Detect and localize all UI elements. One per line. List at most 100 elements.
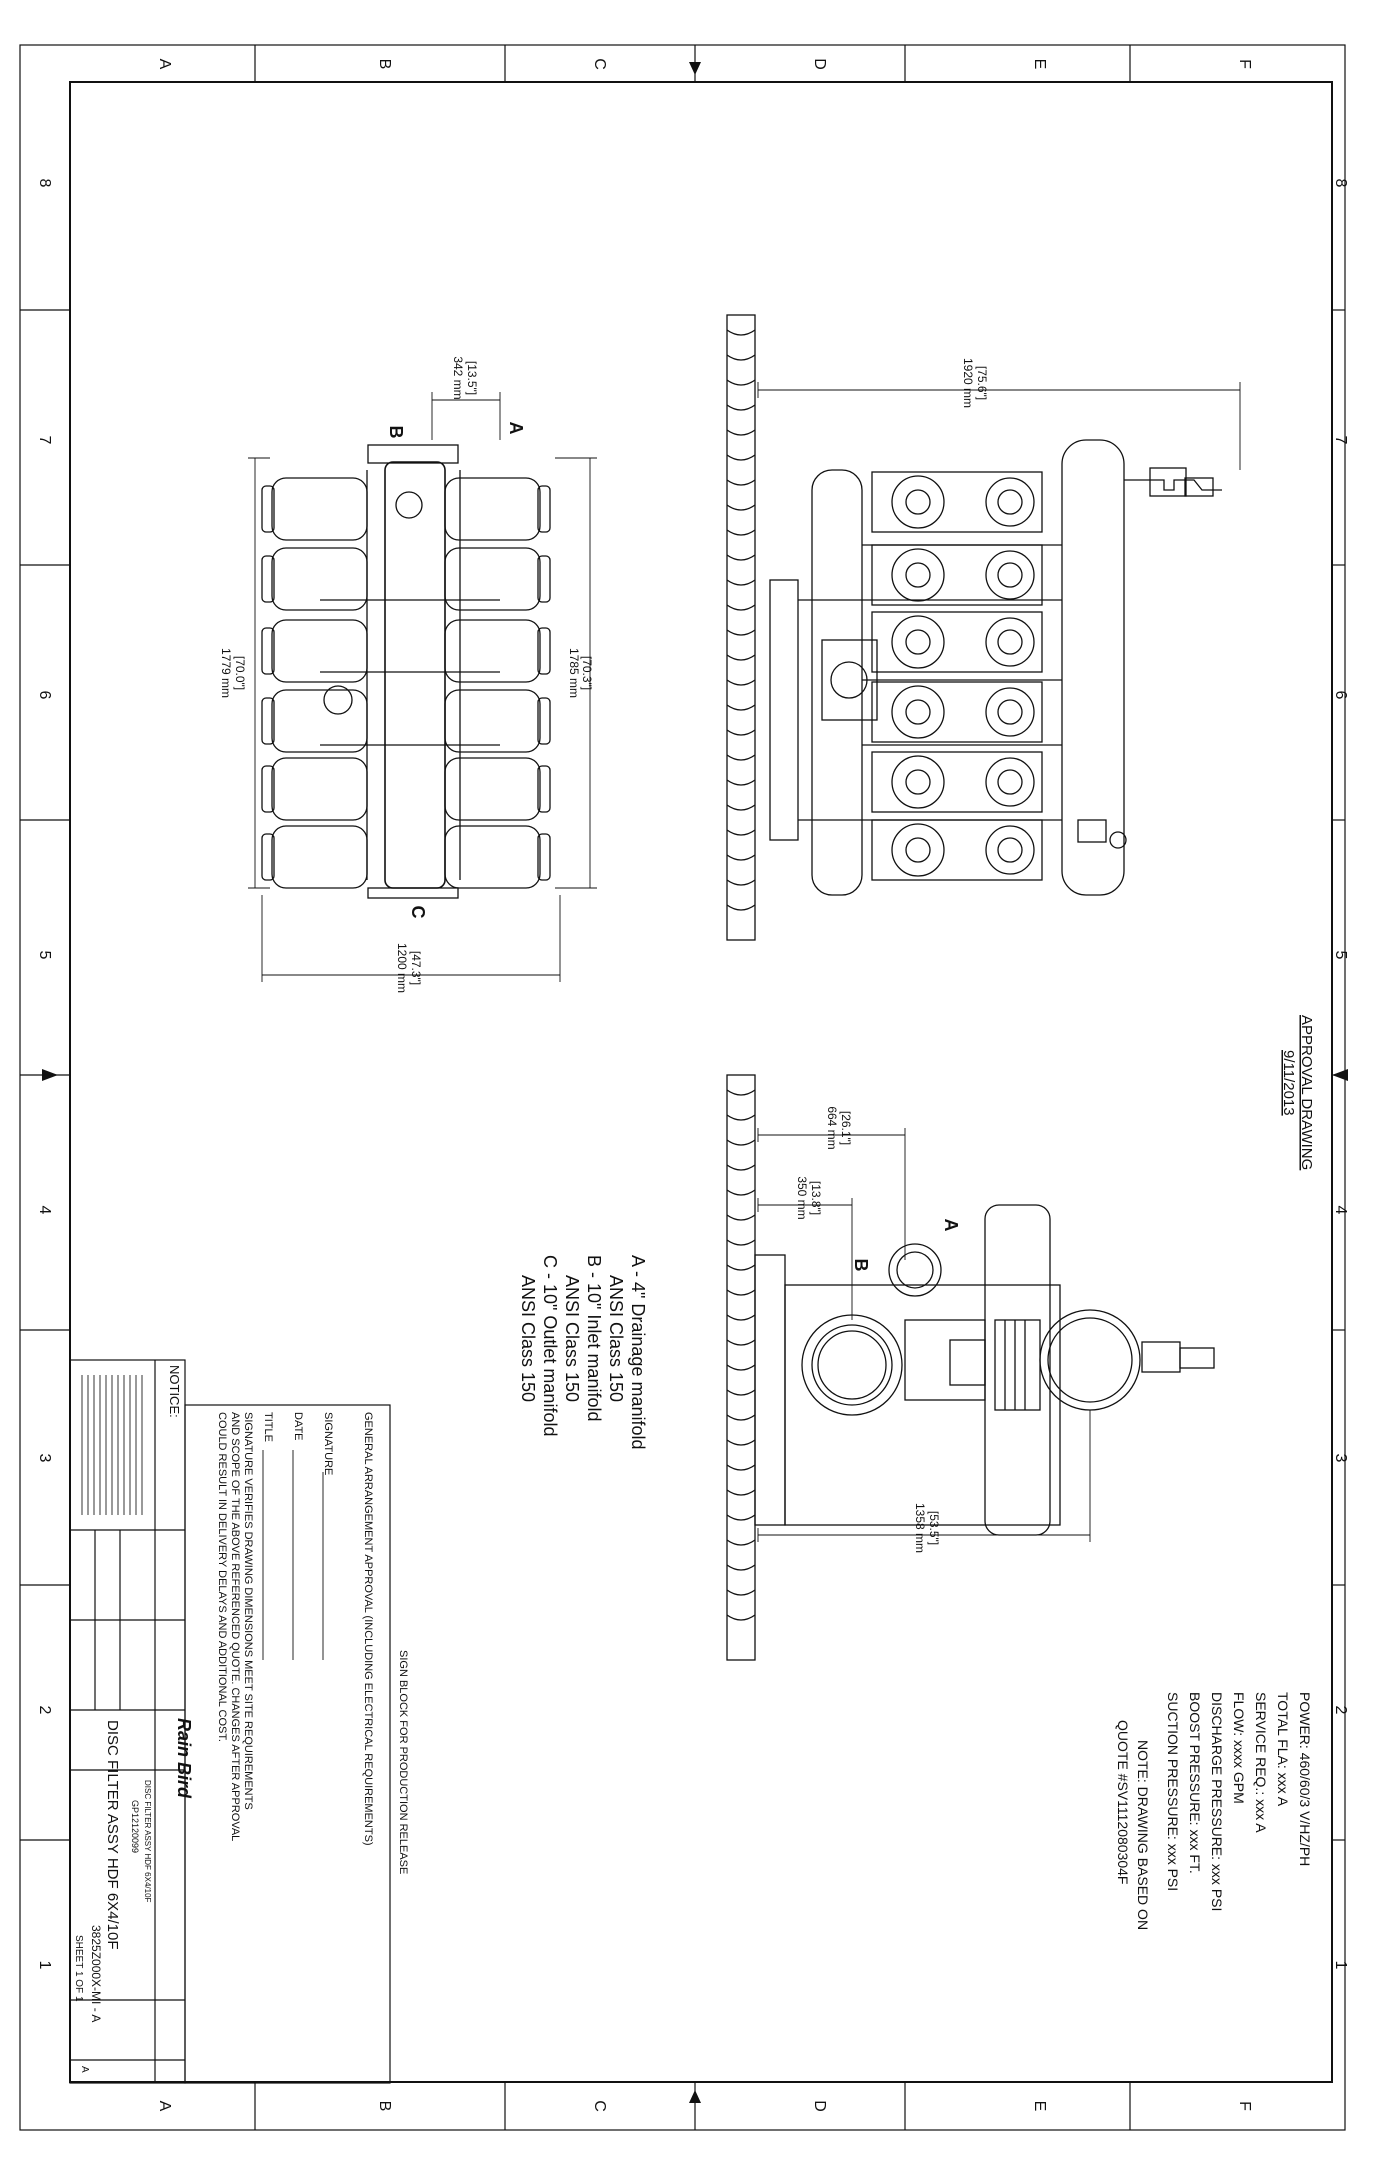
legend-line-6: ANSI Class 150 <box>518 1275 538 1402</box>
project-number: GP12120099 <box>130 1800 140 1853</box>
zone-row-5-right: 5 <box>1332 951 1349 960</box>
drawing-title: DISC FILTER ASSY HDF 6X4/10F <box>104 1720 121 1950</box>
zone-col-a-bottom: A <box>156 2101 173 2112</box>
zone-col-a-top: A <box>156 59 173 70</box>
zone-col-e-bottom: E <box>1031 2101 1048 2112</box>
plan-label-b: B <box>386 426 406 439</box>
zone-col-c-bottom: C <box>591 2100 608 2112</box>
spec-boost-pressure: BOOST PRESSURE: xxx FT. <box>1187 1692 1203 1874</box>
plan-manifold <box>384 461 446 889</box>
zone-row-2-right: 2 <box>1332 1706 1349 1715</box>
side-inlet-manifold <box>801 1314 903 1416</box>
drawing-number: 3825Z000X-MI - A <box>89 1925 103 2022</box>
zone-row-1-right: 1 <box>1332 1961 1349 1970</box>
legend-line-2: ANSI Class 150 <box>606 1275 626 1402</box>
side-width-mm: 1358 mm <box>913 1503 927 1553</box>
zone-col-f-top: F <box>1236 59 1253 69</box>
side-view-dimensions <box>757 1128 1091 1542</box>
front-view <box>726 314 1222 941</box>
notice-fine-print <box>81 1375 143 1515</box>
approval-date: 9/11/2013 <box>1280 1050 1297 1116</box>
front-controller-box <box>821 639 878 721</box>
zone-col-e-top: E <box>1031 59 1048 70</box>
front-height-mm: 1920 mm <box>961 358 975 408</box>
side-a-in: [26.1"] <box>839 1111 853 1145</box>
zone-row-2-left: 2 <box>36 1706 53 1715</box>
side-width-in: [53.5"] <box>927 1511 941 1545</box>
zone-col-d-bottom: D <box>811 2100 828 2112</box>
zone-col-c-top: C <box>591 58 608 70</box>
sign-title-label: TITLE <box>262 1412 274 1442</box>
sign-verify-line-3: COULD RESULT IN DELIVERY DELAYS AND ADDI… <box>216 1412 228 1742</box>
spec-suction-pressure: SUCTION PRESSURE: xxx PSI <box>1165 1692 1181 1891</box>
sign-verify-line-1: SIGNATURE VERIFIES DRAWING DIMENSIONS ME… <box>242 1412 254 1810</box>
plan-bottom-in: [47.3"] <box>409 951 423 985</box>
zone-row-3-right: 3 <box>1332 1454 1349 1463</box>
front-outlet-manifold <box>1061 439 1125 896</box>
filter-pair-6 <box>261 825 551 889</box>
front-filter-station-1 <box>871 471 1043 533</box>
plan-view-dimensions <box>248 392 597 982</box>
outer-frame <box>19 44 1346 2131</box>
side-b-in: [13.8"] <box>809 1181 823 1215</box>
zone-row-8-left: 8 <box>36 179 53 188</box>
filter-pair-4 <box>261 689 551 753</box>
front-view-dimensions <box>757 382 1241 470</box>
sign-block-header: SIGN BLOCK FOR PRODUCTION RELEASE <box>397 1650 409 1874</box>
spec-flow: FLOW: xxxx GPM <box>1231 1692 1247 1804</box>
zone-row-7-left: 7 <box>36 436 53 445</box>
front-slab <box>726 314 756 941</box>
brand-logo: Rain Bird <box>174 1718 194 1799</box>
front-filter-station-6 <box>871 819 1043 881</box>
plan-top-mm: 342 mm <box>451 356 465 399</box>
filter-pair-1 <box>261 477 551 541</box>
spec-discharge-pressure: DISCHARGE PRESSURE: xxx PSI <box>1209 1692 1225 1911</box>
sign-approval-line: GENERAL ARRANGEMENT APPROVAL (INCLUDING … <box>362 1412 374 1846</box>
front-filter-station-3 <box>871 611 1043 673</box>
side-label-b: B <box>851 1259 871 1272</box>
plan-height-mm: 1785 mm <box>567 648 581 698</box>
plan-label-a: A <box>506 422 526 435</box>
side-outlet-manifold <box>1039 1309 1141 1411</box>
spec-service-req: SERVICE REQ.: xxx A <box>1253 1692 1269 1833</box>
zone-row-1-left: 1 <box>36 1961 53 1970</box>
spec-total-fla: TOTAL FLA: xxx A <box>1275 1692 1291 1807</box>
zone-row-4-left: 4 <box>36 1206 53 1215</box>
plan-left-mm: 1779 mm <box>219 648 233 698</box>
side-b-mm: 350 mm <box>795 1176 809 1219</box>
side-view <box>726 1074 1215 1661</box>
legend-line-1: A - 4" Drainage manifold <box>628 1255 648 1450</box>
zone-row-6-left: 6 <box>36 691 53 700</box>
zone-col-b-top: B <box>376 59 393 70</box>
note-line-2: QUOTE #SV1112080304F <box>1115 1720 1131 1884</box>
front-filter-station-5 <box>871 751 1043 813</box>
spec-power: POWER: 460/60/3 V/HZ/PH <box>1297 1692 1313 1866</box>
side-drainage-manifold <box>888 1243 942 1297</box>
centering-arrows <box>42 62 1348 2103</box>
sign-verify-line-2: AND SCOPE OF THE ABOVE REFERENCED QUOTE.… <box>229 1412 241 1841</box>
zone-row-7-right: 7 <box>1332 436 1349 445</box>
side-a-mm: 664 mm <box>825 1106 839 1149</box>
filter-pair-2 <box>261 547 551 611</box>
zone-row-4-right: 4 <box>1332 1206 1349 1215</box>
plan-left-in: [70.0"] <box>233 656 247 690</box>
approval-title: APPROVAL DRAWING <box>1298 1015 1315 1170</box>
title-block <box>69 1359 186 2084</box>
legend-line-5: C - 10" Outlet manifold <box>540 1255 560 1436</box>
inner-frame <box>69 81 1333 2083</box>
sheet-number: SHEET 1 OF 1 <box>73 1935 84 2002</box>
side-label-a: A <box>941 1219 961 1232</box>
plan-top-in: [13.5"] <box>465 361 479 395</box>
revision: A <box>79 2066 90 2073</box>
filter-pair-5 <box>261 757 551 821</box>
sign-signature-label: SIGNATURE <box>322 1412 334 1475</box>
legend-line-3: B - 10" Inlet manifold <box>584 1255 604 1421</box>
zone-col-b-bottom: B <box>376 2101 393 2112</box>
zone-col-f-bottom: F <box>1236 2101 1253 2111</box>
zone-col-d-top: D <box>811 58 828 70</box>
zone-row-3-left: 3 <box>36 1454 53 1463</box>
front-filter-station-2 <box>871 544 1043 606</box>
legend-line-4: ANSI Class 150 <box>562 1275 582 1402</box>
front-inlet-manifold <box>811 469 863 896</box>
zone-row-6-right: 6 <box>1332 691 1349 700</box>
